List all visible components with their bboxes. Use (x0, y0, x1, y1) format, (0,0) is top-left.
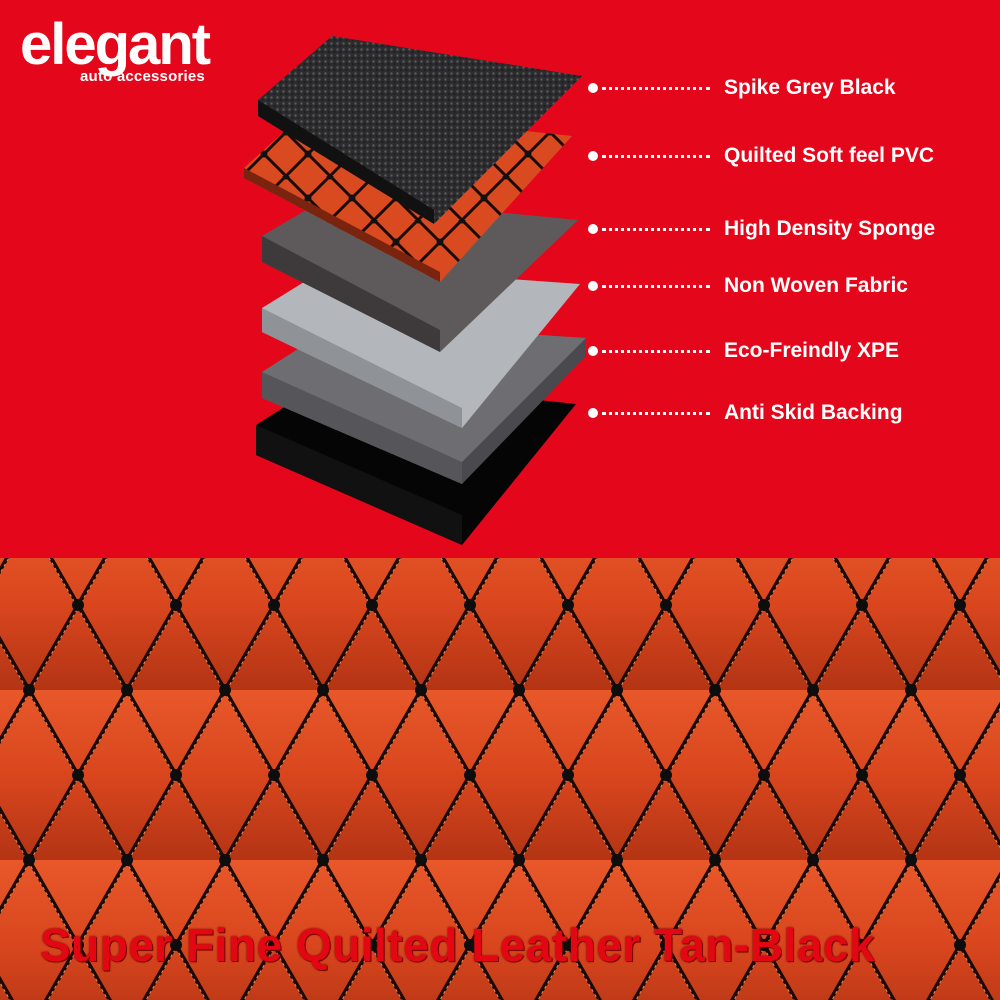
pointer-line (602, 86, 710, 90)
tagline-accessories: accessories (116, 68, 205, 85)
pointer-dot (588, 346, 598, 356)
label-text: Quilted Soft feel PVC (724, 144, 935, 167)
label-text: Spike Grey Black (724, 76, 896, 99)
label-text: Non Woven Fabric (724, 274, 908, 297)
brand-name: elegant (20, 12, 211, 77)
layer-label-6: Anti Skid Backing (588, 401, 903, 425)
layer-label-5: Eco-Freindly XPE (588, 339, 899, 363)
layer-label-4: Non Woven Fabric (588, 274, 908, 298)
layer-label-3: High Density Sponge (588, 217, 935, 241)
layer-sponge (262, 196, 578, 352)
layer-label-1: Spike Grey Black (588, 76, 896, 100)
label-text: Anti Skid Backing (724, 401, 903, 424)
tagline-auto: auto (80, 68, 113, 85)
pointer-line (602, 284, 710, 288)
layers-panel: elegant auto accessories (20, 12, 936, 545)
label-text: Eco-Freindly XPE (724, 339, 900, 362)
pointer-dot (588, 151, 598, 161)
pointer-line (602, 227, 710, 231)
pointer-dot (588, 408, 598, 418)
pointer-dot (588, 281, 598, 291)
brand-tagline: auto accessories (80, 68, 205, 85)
pointer-dot (588, 83, 598, 93)
pointer-line (602, 411, 710, 415)
product-caption: Super Fine Quilted Leather Tan-Black (40, 919, 876, 971)
pointer-dot (588, 224, 598, 234)
quilted-pattern (0, 558, 1000, 1000)
layer-label-2: Quilted Soft feel PVC (588, 144, 934, 168)
quilted-texture-closeup (0, 558, 1000, 1000)
layer-spike-carpet (258, 36, 582, 224)
layer-non-woven (262, 266, 580, 428)
mat-layers-illustration (244, 36, 586, 545)
brand-logo: elegant auto accessories (20, 12, 211, 86)
pointer-line (602, 154, 710, 158)
label-text: High Density Sponge (724, 217, 936, 240)
pointer-line (602, 349, 710, 353)
